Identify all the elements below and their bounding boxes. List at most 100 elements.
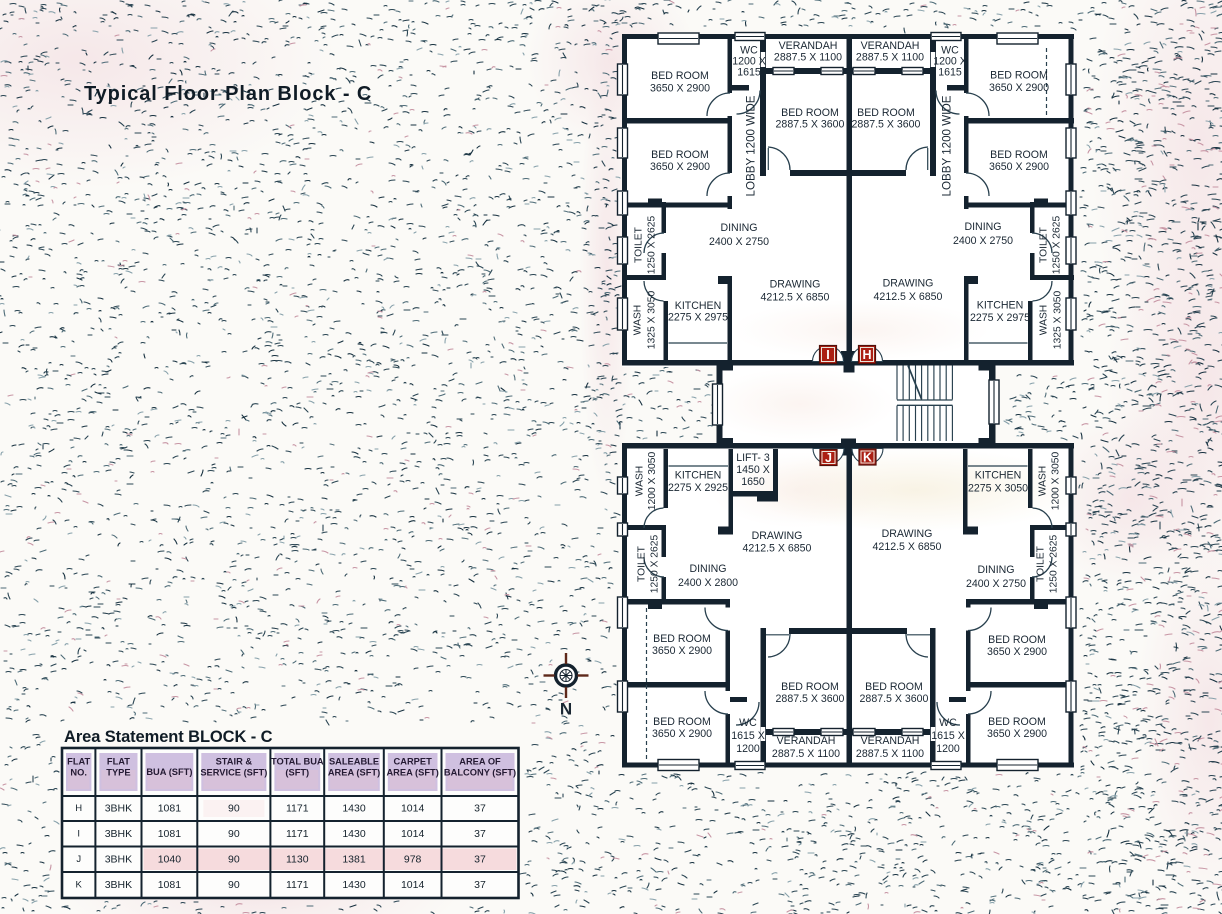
svg-text:1250 X 2625: 1250 X 2625	[647, 216, 658, 275]
svg-text:BED ROOM: BED ROOM	[857, 107, 915, 119]
svg-text:BALCONY (SFT): BALCONY (SFT)	[444, 768, 516, 778]
svg-text:VERANDAH: VERANDAH	[861, 735, 920, 747]
svg-text:1200 X: 1200 X	[732, 56, 766, 68]
svg-text:1250 X 2625: 1250 X 2625	[650, 535, 661, 594]
svg-text:1615 X: 1615 X	[931, 730, 965, 742]
svg-text:FLAT: FLAT	[107, 757, 130, 767]
svg-text:1615 X: 1615 X	[731, 730, 765, 742]
svg-text:1130: 1130	[286, 853, 309, 865]
svg-text:TOILET: TOILET	[1036, 545, 1047, 582]
svg-text:J: J	[825, 451, 832, 465]
svg-text:KITCHEN: KITCHEN	[675, 300, 722, 312]
svg-text:KITCHEN: KITCHEN	[977, 300, 1024, 312]
svg-text:90: 90	[228, 803, 240, 815]
svg-text:1171: 1171	[286, 828, 309, 840]
svg-text:37: 37	[474, 879, 486, 891]
svg-text:LOBBY 1200 WIDE: LOBBY 1200 WIDE	[745, 95, 758, 196]
svg-text:J: J	[76, 854, 81, 865]
svg-text:1250 X 2625: 1250 X 2625	[1049, 535, 1060, 594]
svg-text:AREA (SFT): AREA (SFT)	[328, 768, 380, 778]
svg-text:BED ROOM: BED ROOM	[653, 633, 711, 645]
svg-text:BED ROOM: BED ROOM	[781, 681, 839, 693]
svg-text:2275 X 2975: 2275 X 2975	[668, 312, 728, 324]
svg-text:SERVICE (SFT): SERVICE (SFT)	[200, 768, 267, 778]
svg-text:3650 X 2900: 3650 X 2900	[989, 161, 1049, 173]
svg-text:AREA (SFT): AREA (SFT)	[386, 768, 438, 778]
svg-text:90: 90	[228, 853, 240, 865]
svg-text:3BHK: 3BHK	[105, 803, 132, 815]
svg-text:1250 X 2625: 1250 X 2625	[1052, 216, 1063, 275]
svg-text:1081: 1081	[158, 828, 182, 840]
svg-text:2887.5 X 3600: 2887.5 X 3600	[852, 119, 921, 131]
svg-text:1615: 1615	[938, 67, 962, 79]
svg-text:I: I	[77, 828, 80, 839]
svg-text:2887.5 X 1100: 2887.5 X 1100	[774, 52, 842, 64]
svg-text:WC: WC	[739, 717, 757, 729]
svg-text:DRAWING: DRAWING	[752, 530, 803, 542]
svg-text:1081: 1081	[158, 879, 182, 891]
svg-text:WASH: WASH	[1039, 305, 1050, 336]
svg-text:WASH: WASH	[633, 305, 644, 336]
svg-text:TOILET: TOILET	[1039, 226, 1050, 263]
svg-text:WC: WC	[939, 717, 957, 729]
svg-text:1200: 1200	[736, 743, 760, 755]
svg-text:DINING: DINING	[720, 222, 757, 234]
svg-text:4212.5 X 6850: 4212.5 X 6850	[743, 543, 812, 555]
svg-text:3650 X 2900: 3650 X 2900	[650, 83, 710, 95]
svg-text:BUA (SFT): BUA (SFT)	[146, 767, 192, 777]
svg-text:1040: 1040	[158, 853, 182, 865]
svg-text:37: 37	[474, 828, 486, 840]
svg-text:978: 978	[404, 853, 422, 865]
svg-text:DINING: DINING	[977, 564, 1014, 576]
svg-text:1200 X 3050: 1200 X 3050	[1051, 452, 1062, 511]
svg-text:H: H	[862, 348, 871, 362]
svg-text:BED ROOM: BED ROOM	[990, 149, 1048, 161]
svg-text:1450 X: 1450 X	[736, 464, 770, 476]
svg-text:K: K	[76, 880, 83, 891]
svg-text:TOTAL BUA: TOTAL BUA	[271, 757, 324, 767]
svg-text:2887.5 X 3600: 2887.5 X 3600	[860, 693, 929, 705]
svg-text:4212.5 X 6850: 4212.5 X 6850	[761, 292, 830, 304]
svg-text:1430: 1430	[342, 803, 366, 815]
svg-text:CARPET: CARPET	[394, 757, 433, 767]
svg-text:TOILET: TOILET	[634, 226, 645, 263]
svg-text:DRAWING: DRAWING	[882, 528, 933, 540]
svg-text:WC: WC	[941, 45, 959, 57]
svg-text:2400 X 2750: 2400 X 2750	[709, 236, 769, 248]
svg-text:3650 X 2900: 3650 X 2900	[652, 645, 712, 657]
svg-text:1014: 1014	[401, 879, 425, 891]
svg-text:WASH: WASH	[1038, 466, 1049, 497]
svg-text:N: N	[560, 700, 572, 719]
svg-text:2400 X 2750: 2400 X 2750	[966, 578, 1026, 590]
svg-text:2887.5 X 3600: 2887.5 X 3600	[776, 693, 845, 705]
svg-text:37: 37	[474, 853, 486, 865]
svg-text:TYPE: TYPE	[106, 768, 130, 778]
svg-text:Area Statement BLOCK - C: Area Statement BLOCK - C	[64, 728, 273, 746]
svg-text:DINING: DINING	[964, 221, 1001, 233]
svg-text:BED ROOM: BED ROOM	[781, 107, 839, 119]
svg-text:DINING: DINING	[689, 563, 726, 575]
svg-text:1325 X 3050: 1325 X 3050	[1053, 291, 1064, 350]
svg-text:3650 X 2900: 3650 X 2900	[987, 646, 1047, 658]
svg-text:FLAT: FLAT	[67, 757, 90, 767]
svg-text:2275 X 3050: 2275 X 3050	[968, 483, 1028, 495]
svg-text:4212.5 X 6850: 4212.5 X 6850	[873, 541, 942, 553]
svg-text:KITCHEN: KITCHEN	[975, 470, 1022, 482]
svg-text:LOBBY 1200 WIDE: LOBBY 1200 WIDE	[941, 95, 954, 196]
svg-text:1430: 1430	[342, 879, 366, 891]
svg-text:KITCHEN: KITCHEN	[675, 470, 722, 482]
svg-text:2275 X 2925: 2275 X 2925	[668, 482, 728, 494]
svg-text:2887.5 X 1100: 2887.5 X 1100	[856, 748, 924, 760]
svg-text:3650 X 2900: 3650 X 2900	[987, 728, 1047, 740]
svg-text:3650 X 2900: 3650 X 2900	[650, 161, 710, 173]
svg-text:VERANDAH: VERANDAH	[777, 735, 836, 747]
svg-text:90: 90	[228, 828, 240, 840]
svg-text:4212.5 X 6850: 4212.5 X 6850	[874, 291, 943, 303]
svg-text:VERANDAH: VERANDAH	[779, 40, 838, 52]
svg-text:1171: 1171	[286, 803, 309, 815]
svg-text:BED ROOM: BED ROOM	[651, 149, 709, 161]
svg-text:1200 X 3050: 1200 X 3050	[647, 452, 658, 511]
svg-text:WASH: WASH	[635, 466, 646, 497]
svg-text:(SFT): (SFT)	[285, 768, 309, 778]
svg-text:TOILET: TOILET	[637, 545, 648, 582]
